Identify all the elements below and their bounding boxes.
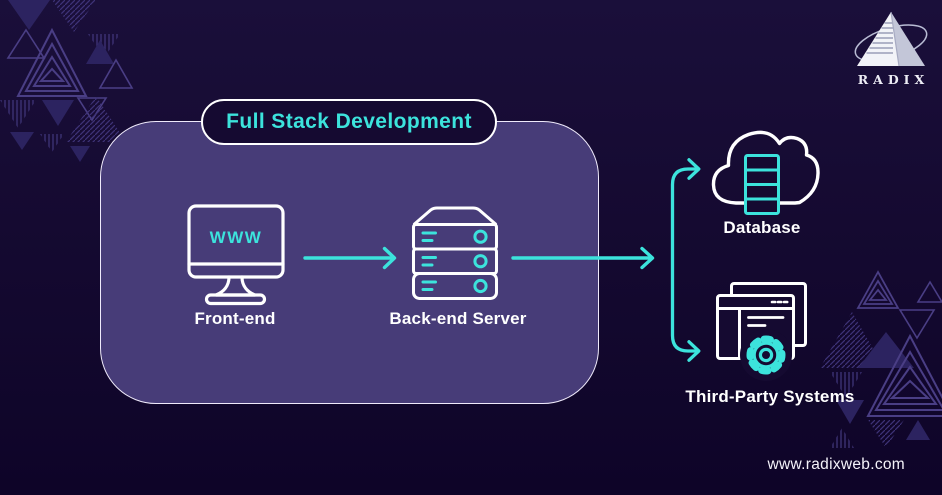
database-label: Database [723, 218, 801, 237]
monitor-screen-text: WWW [209, 228, 263, 247]
third-party-systems-label: Third-Party Systems [685, 387, 855, 406]
pyramid-logo-icon [854, 11, 928, 67]
website-url: www.radixweb.com [767, 456, 905, 473]
title-badge: Full Stack Development [201, 99, 497, 145]
triangle-cluster-top-left [0, 0, 134, 162]
front-end-label: Front-end [194, 309, 276, 328]
triangle-cluster-bottom-right [820, 270, 942, 448]
radix-logo: RADIX [846, 6, 936, 87]
back-end-server-label: Back-end Server [389, 309, 527, 328]
radix-logo-text: RADIX [857, 72, 930, 87]
title-badge-text: Full Stack Development [226, 110, 472, 133]
main-flow-panel [100, 121, 599, 404]
